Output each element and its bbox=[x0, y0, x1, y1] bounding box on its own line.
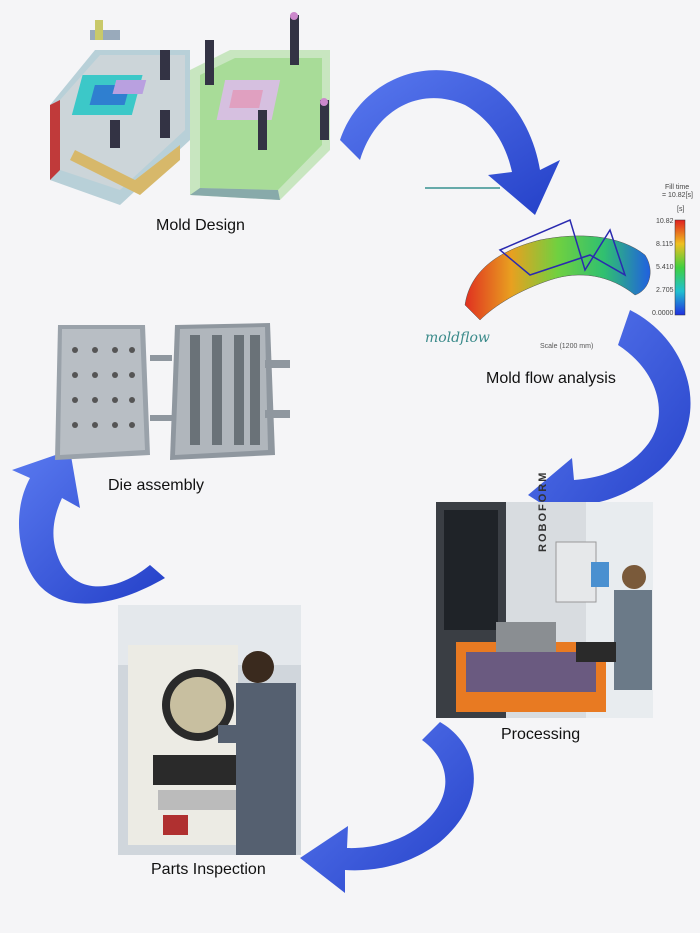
flow-part-shape bbox=[464, 235, 651, 321]
step-label-die-assembly: Die assembly bbox=[108, 477, 205, 494]
moldflow-logo: moldflow bbox=[425, 330, 490, 346]
legend-title: Fill time bbox=[665, 184, 690, 191]
processing-image bbox=[436, 502, 653, 718]
step-label-mold-flow: Mold flow analysis bbox=[486, 370, 616, 387]
legend-value-2: 5.410 bbox=[656, 264, 674, 271]
arrow-inspection-to-assembly bbox=[12, 450, 165, 604]
machine-brand: ROBOFORM bbox=[537, 470, 549, 552]
arrow-flow-to-processing bbox=[528, 310, 691, 527]
step-label-mold-design: Mold Design bbox=[156, 217, 245, 234]
arrow-design-to-flow bbox=[340, 70, 560, 216]
legend-value-1: 8.115 bbox=[656, 241, 673, 248]
legend-value-3: 2.705 bbox=[656, 287, 674, 294]
legend-value-0: 10.82 bbox=[656, 218, 674, 225]
arrow-processing-to-inspection bbox=[300, 722, 474, 893]
mold-design-image bbox=[50, 12, 330, 205]
scale-text: Scale (1200 mm) bbox=[540, 343, 594, 350]
die-assembly-image bbox=[55, 323, 290, 460]
legend-value-4: 0.0000 bbox=[652, 310, 674, 317]
step-label-processing: Processing bbox=[501, 726, 581, 743]
step-label-parts-inspection: Parts Inspection bbox=[151, 861, 266, 878]
mold-flow-image bbox=[425, 187, 686, 321]
legend-value: = 10.82[s] bbox=[662, 192, 693, 199]
legend-unit: [s] bbox=[677, 206, 685, 213]
parts-inspection-image bbox=[118, 605, 301, 855]
